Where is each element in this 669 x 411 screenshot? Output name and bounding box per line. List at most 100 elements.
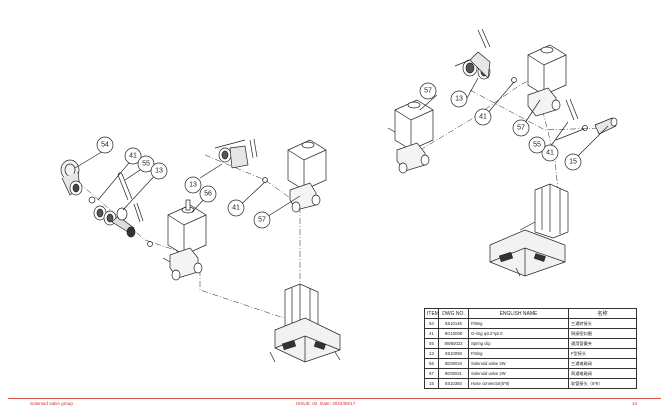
bom-header-dwg-no: DWG NO.: [438, 308, 469, 319]
svg-text:41: 41: [232, 205, 240, 212]
svg-text:57: 57: [517, 125, 525, 132]
bom-cell-dwg-no: 8G10008: [438, 328, 469, 339]
svg-text:56: 56: [204, 191, 212, 198]
callout-balloon: 41: [474, 108, 492, 126]
spring-clip-55-left-part: [117, 172, 133, 201]
svg-text:41: 41: [546, 150, 554, 157]
callout-balloon: 57: [512, 119, 530, 137]
bom-cell-dwg-no: 8S10146: [438, 318, 469, 329]
bom-cell-chinese-name: 铜接密封圈: [568, 328, 637, 339]
callout-balloon: 41: [227, 199, 245, 217]
callout-balloon: 41: [124, 147, 142, 165]
solenoid-valve-57-right-top-part: [527, 44, 567, 117]
callout-balloon: 56: [199, 185, 217, 203]
bom-cell-dwg-no: 8S10350: [438, 378, 469, 389]
footer-date: Date: 2022/09/17: [320, 401, 356, 406]
bom-cell-dwg-no: 8D30021: [438, 368, 469, 379]
hose-connector-15-part: [594, 117, 618, 135]
bom-cell-item: 15: [424, 378, 439, 389]
bom-cell-english-name: Fitting: [468, 348, 569, 359]
fitting-13-right-part: [454, 51, 491, 80]
bom-cell-dwg-no: 8S10059: [438, 348, 469, 359]
footer-divider: [8, 398, 661, 399]
callout-balloon: 13: [150, 162, 168, 180]
bom-cell-english-name: Solenoid valve 2W: [468, 368, 569, 379]
footer-document-title: Solenoid valve group: [30, 401, 73, 406]
callout-balloon: 55: [528, 136, 546, 154]
valve-bracket-left-part: [269, 283, 341, 363]
bom-header-item: ITEM: [424, 308, 439, 319]
bom-cell-english-name: Spring clip: [468, 338, 569, 349]
bom-cell-english-name: O-ring φ3.2*φ2.0: [468, 328, 569, 339]
bom-header-english-name: ENGLISH NAME: [468, 308, 569, 319]
callout-balloons: 54 41 55 13 13 56 41 57 57 13 41 57 41 5…: [96, 82, 582, 229]
bom-cell-chinese-name: 通用管簧夹: [568, 338, 637, 349]
bom-cell-chinese-name: F型接头: [568, 348, 637, 359]
solenoid-valve-57-right-left-part: [387, 99, 434, 174]
solenoid-valve-56-part: [162, 199, 207, 281]
fitting-13-left-part: [93, 205, 136, 238]
svg-text:13: 13: [189, 182, 197, 189]
assembly-axis-line-left-2: [204, 154, 301, 290]
spring-clip-middle-part: [249, 138, 258, 159]
bom-header-row: ITEM DWG NO. ENGLISH NAME 名称: [424, 308, 637, 319]
svg-text:55: 55: [533, 142, 541, 149]
svg-text:41: 41: [479, 114, 487, 121]
callout-balloon: 15: [564, 153, 582, 171]
callout-balloon: 57: [253, 211, 271, 229]
bom-cell-item: 41: [424, 328, 439, 339]
bom-cell-chinese-name: 软管接头（5*9）: [568, 378, 637, 389]
o-ring-near-56-part: [147, 241, 153, 247]
bom-cell-item: 55: [424, 338, 439, 349]
callout-balloon: 55: [137, 155, 155, 173]
assembly-axis-line-right: [419, 79, 531, 151]
svg-text:41: 41: [129, 153, 137, 160]
svg-text:57: 57: [424, 88, 432, 95]
bom-cell-chinese-name: 三通转接头: [568, 318, 637, 329]
valve-bracket-right-part: [489, 183, 569, 277]
assembly-axis-line-right-2: [469, 89, 601, 131]
callout-balloon: 13: [450, 90, 468, 108]
footer-issue: ISSUE: 02: [296, 401, 318, 406]
o-ring-41-left-part: [88, 196, 96, 204]
page-footer: Solenoid valve group ISSUE: 02 Date: 202…: [0, 396, 669, 411]
bom-cell-chinese-name: 三通电磁阀: [568, 358, 637, 369]
bom-cell-dwg-no: 8D30034: [438, 358, 469, 369]
fitting-54-part: [60, 159, 83, 196]
bom-cell-item: 13: [424, 348, 439, 359]
svg-text:57: 57: [258, 217, 266, 224]
svg-text:54: 54: [101, 142, 109, 149]
bom-cell-dwg-no: 8W50023: [438, 338, 469, 349]
bom-cell-item: 56: [424, 358, 439, 369]
svg-text:55: 55: [142, 161, 150, 168]
callout-balloon: 41: [541, 144, 559, 162]
solenoid-valve-57-left-part: [287, 139, 327, 213]
o-ring-41-right-top-part: [511, 77, 517, 83]
o-ring-41-middle-part: [262, 177, 268, 183]
footer-page-number: 14: [632, 401, 638, 406]
svg-text:15: 15: [569, 159, 577, 166]
bom-cell-english-name: Hose connector(5*9): [468, 378, 569, 389]
spring-clip-55-right-part: [565, 98, 579, 121]
o-ring-41-right-part: [582, 125, 588, 131]
fitting-13-middle-part: [214, 139, 249, 169]
svg-text:13: 13: [455, 96, 463, 103]
bom-header-chinese-name: 名称: [568, 308, 637, 319]
bom-cell-item: 54: [424, 318, 439, 329]
spring-clip-near-56-part: [133, 202, 144, 223]
callout-balloon: 54: [96, 136, 114, 154]
callout-balloon: 13: [184, 176, 202, 194]
spring-clip-right-top-part: [477, 28, 491, 49]
bom-cell-item: 57: [424, 368, 439, 379]
bom-cell-english-name: Fitting: [468, 318, 569, 329]
bom-cell-chinese-name: 两通电磁阀: [568, 368, 637, 379]
